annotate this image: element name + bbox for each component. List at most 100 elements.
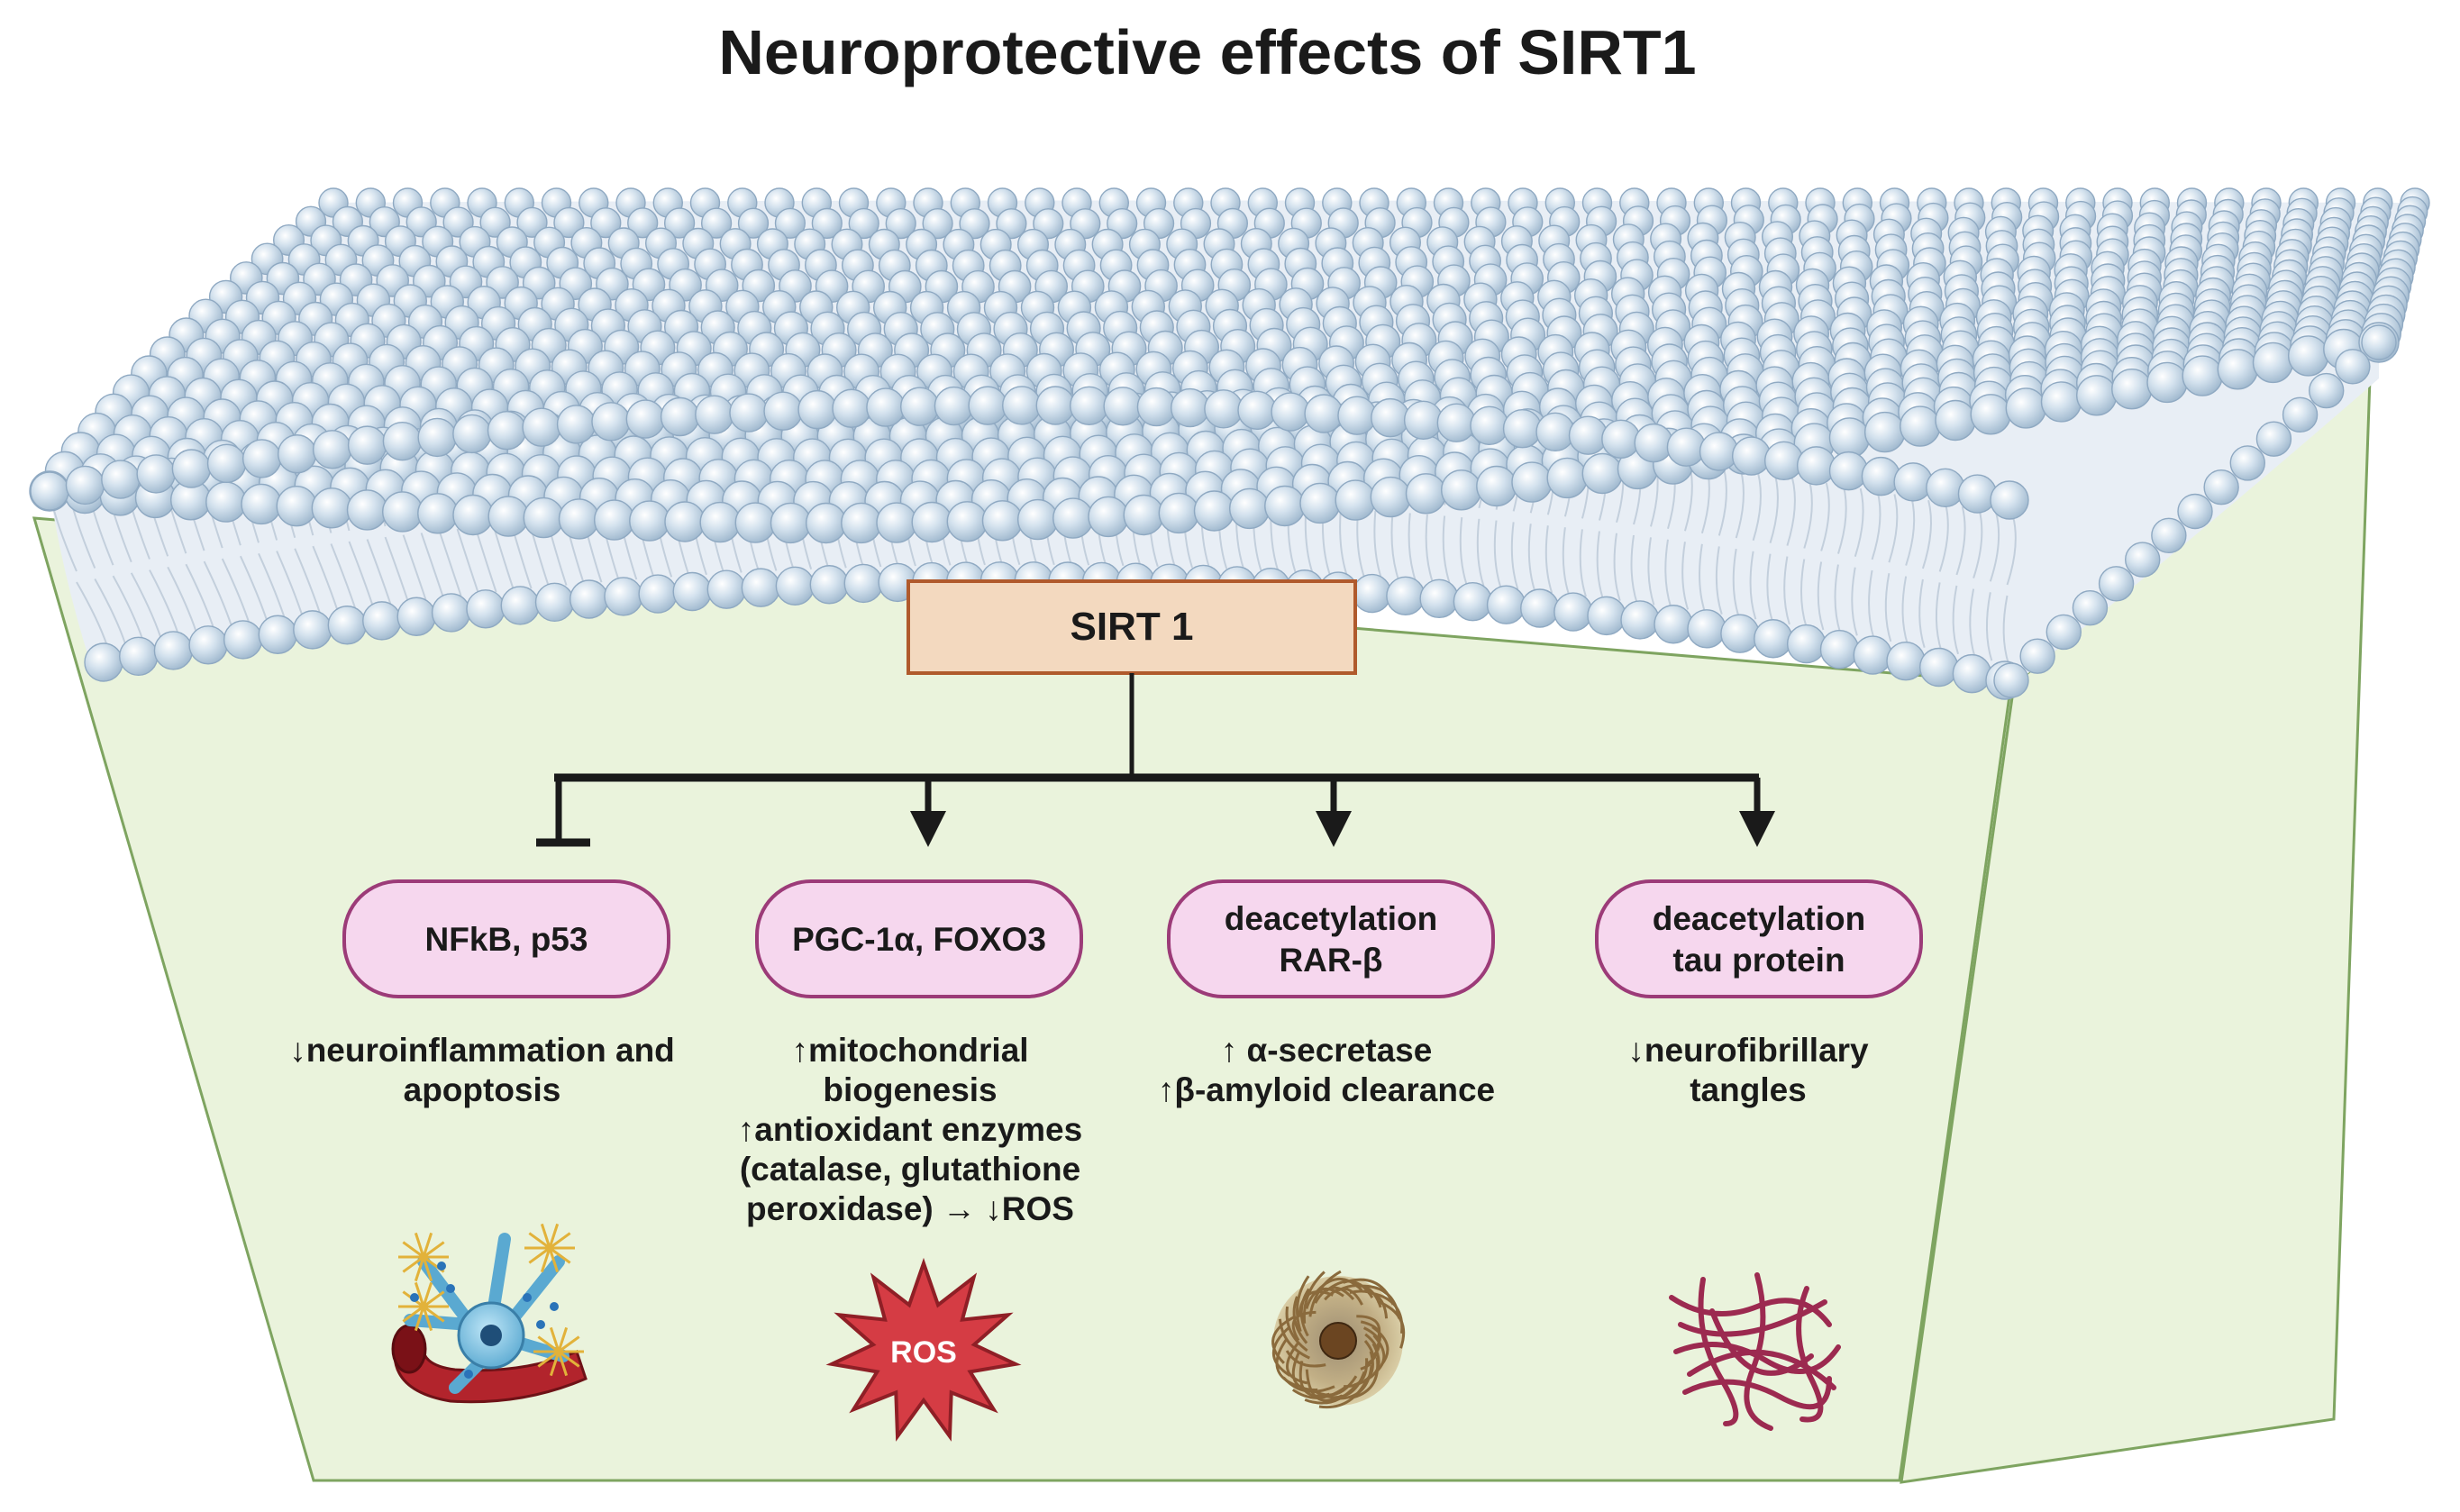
cell-body bbox=[32, 375, 2372, 1484]
microglia-spike bbox=[414, 1256, 425, 1282]
cell-membrane bbox=[29, 187, 2430, 700]
microglia-spike bbox=[422, 1281, 433, 1307]
effect-text: biogenesis bbox=[823, 1071, 997, 1108]
microglia-spike bbox=[414, 1281, 425, 1307]
microglia-spike bbox=[422, 1306, 433, 1332]
target-pill[interactable] bbox=[1167, 879, 1495, 998]
plaque-core bbox=[1319, 1322, 1357, 1360]
effect-text: peroxidase) → ↓ROS bbox=[746, 1190, 1074, 1227]
neurofibrillary-tangle-icon bbox=[1669, 1272, 1841, 1431]
microglia-spike bbox=[549, 1232, 571, 1250]
tau-fibril bbox=[1687, 1349, 1836, 1390]
ros-burst-icon: ROS bbox=[825, 1257, 1022, 1442]
target-node[interactable]: NFkB, p53 bbox=[342, 879, 670, 998]
effect-text: ↑β-amyloid clearance bbox=[1158, 1071, 1495, 1108]
blood-vessel bbox=[393, 1340, 588, 1404]
microglia-spike bbox=[540, 1247, 551, 1273]
effect-text: ↑mitochondrial bbox=[791, 1032, 1028, 1069]
microglia-spike bbox=[423, 1305, 445, 1323]
amyloid-fibril bbox=[1285, 1306, 1308, 1353]
microglia-spike bbox=[540, 1223, 551, 1249]
neuron-processes bbox=[404, 1233, 569, 1394]
cytokine-dot bbox=[536, 1320, 545, 1329]
cytokine-dot bbox=[523, 1293, 532, 1302]
phospholipid-heads bbox=[29, 187, 2430, 700]
sirt1-node[interactable]: SIRT 1 bbox=[907, 579, 1357, 675]
microglia-spike bbox=[557, 1351, 569, 1377]
target-label: deacetylation bbox=[1653, 900, 1865, 937]
microglia-spike bbox=[548, 1247, 560, 1273]
tau-fibril bbox=[1698, 1277, 1739, 1426]
sirt1-box[interactable] bbox=[907, 579, 1357, 675]
microglia-spike bbox=[557, 1326, 569, 1353]
target-label: tau protein bbox=[1672, 942, 1845, 979]
amyloid-fibril bbox=[1298, 1361, 1330, 1398]
amyloid-fibril bbox=[1343, 1278, 1395, 1306]
microglia-spike bbox=[549, 1246, 571, 1264]
target-label: NFkB, p53 bbox=[425, 921, 588, 958]
microglia-spike bbox=[537, 1350, 560, 1368]
ros-burst-shape bbox=[825, 1257, 1022, 1442]
vessel-opening bbox=[391, 1324, 427, 1374]
microglia-spike bbox=[414, 1306, 425, 1332]
microglia-spike bbox=[402, 1255, 424, 1273]
amyloid-fibril bbox=[1298, 1290, 1334, 1317]
amyloid-fibril bbox=[1291, 1310, 1317, 1342]
target-pill[interactable] bbox=[342, 879, 670, 998]
microglia-spike bbox=[549, 1326, 560, 1353]
effect-text: ↑ α-secretase bbox=[1221, 1032, 1433, 1069]
effect-text: ↓neuroinflammation and bbox=[289, 1032, 675, 1069]
amyloid-fibril bbox=[1275, 1337, 1299, 1389]
page-title: Neuroprotective effects of SIRT1 bbox=[718, 17, 1696, 87]
amyloid-fibril bbox=[1304, 1384, 1358, 1405]
target-pill[interactable] bbox=[1595, 879, 1923, 998]
sirt1-label: SIRT 1 bbox=[1071, 605, 1194, 649]
ros-label: ROS bbox=[890, 1335, 957, 1370]
microglia-spike bbox=[402, 1305, 424, 1323]
activation-arrowhead bbox=[1316, 811, 1352, 847]
activation-arrowhead bbox=[910, 811, 946, 847]
cytokine-dot bbox=[464, 1370, 473, 1379]
target-pill[interactable] bbox=[755, 879, 1083, 998]
tau-fibril bbox=[1673, 1342, 1841, 1374]
tau-fibril bbox=[1682, 1376, 1832, 1410]
neuron-nucleus bbox=[480, 1325, 502, 1346]
cytokine-dot bbox=[437, 1262, 446, 1271]
amyloid-fibril bbox=[1296, 1275, 1310, 1333]
amyloid-fibril bbox=[1299, 1288, 1310, 1337]
effect-text: ↓neurofibrillary bbox=[1627, 1032, 1869, 1069]
microglia-spike bbox=[423, 1290, 445, 1308]
amyloid-fibril bbox=[1285, 1350, 1326, 1368]
neuroinflammation-icon bbox=[391, 1223, 588, 1404]
microglia-spike bbox=[528, 1232, 551, 1250]
target-node[interactable]: PGC-1α, FOXO3 bbox=[755, 879, 1083, 998]
amyloid-fibril bbox=[1353, 1357, 1380, 1399]
amyloid-fibril bbox=[1356, 1315, 1381, 1341]
amyloid-fibril bbox=[1371, 1325, 1389, 1367]
target-label: RAR-β bbox=[1279, 942, 1382, 979]
microglia-spike bbox=[558, 1335, 580, 1353]
amyloid-fibril bbox=[1324, 1287, 1363, 1306]
amyloid-fibril bbox=[1278, 1318, 1310, 1360]
target-node[interactable]: deacetylation tau protein bbox=[1595, 879, 1923, 998]
effect-text: apoptosis bbox=[404, 1071, 561, 1108]
activation-arrowhead bbox=[1739, 811, 1775, 847]
cytokine-dot bbox=[410, 1293, 419, 1302]
icon-row: ROS bbox=[391, 1223, 1841, 1442]
microglia-spike bbox=[548, 1223, 560, 1249]
microglia-spike bbox=[558, 1350, 580, 1368]
microglia-spike bbox=[537, 1335, 560, 1353]
cytokine-dot bbox=[446, 1284, 455, 1293]
microglia-spike bbox=[528, 1246, 551, 1264]
microglia-spike bbox=[422, 1256, 433, 1282]
cytokine-dot bbox=[550, 1302, 559, 1311]
microglia-spike bbox=[414, 1232, 425, 1258]
amyloid-fibril bbox=[1305, 1369, 1343, 1402]
effect-text: (catalase, glutathione bbox=[740, 1151, 1080, 1188]
amyloid-fibril bbox=[1313, 1277, 1363, 1296]
microglia-spike bbox=[422, 1232, 433, 1258]
